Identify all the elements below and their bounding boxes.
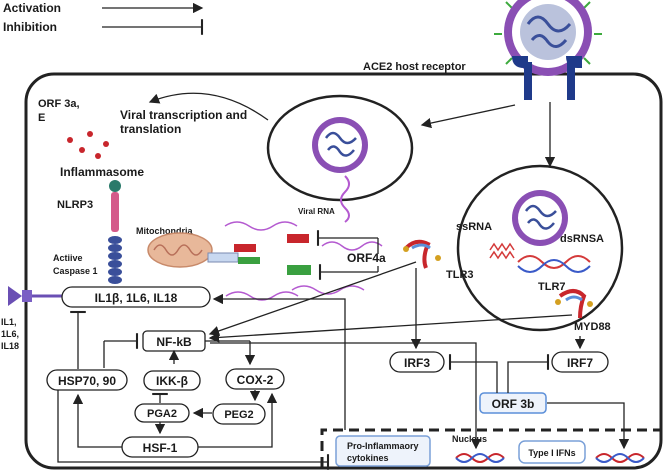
proinflam-node-label-2: cytokines	[347, 453, 389, 463]
cox2-node-label: COX-2	[237, 373, 274, 387]
inflammasome-label: Inflammasome	[60, 165, 144, 179]
ssrna-label: ssRNA	[456, 221, 492, 233]
nucleus-label: Nucleus	[452, 434, 487, 444]
tlr7-label: TLR7	[538, 281, 566, 293]
ikk-node-label: IKK-β	[156, 374, 188, 388]
proinflam-node-box	[335, 435, 431, 467]
arrow-viral-transcription	[148, 92, 269, 121]
orf3a-label: ORF 3a,	[38, 98, 80, 110]
endosome-icon	[266, 94, 414, 223]
active-caspase-label: Actiive	[53, 253, 83, 263]
dna-icon	[455, 453, 645, 463]
virus-icon	[494, 0, 602, 76]
cell-membrane	[24, 72, 663, 470]
pathway-arrows	[57, 261, 630, 470]
active-caspase-label-2: Caspase 1	[53, 266, 98, 276]
viral-translation-label: translation	[120, 122, 181, 136]
particles-icon	[67, 131, 109, 159]
irf7-node-box	[551, 351, 609, 373]
viral-rna-label: Viral RNA	[298, 207, 335, 216]
mitochondria-icon	[147, 232, 213, 268]
nlrp3-icon	[109, 180, 121, 232]
caspase-icon	[108, 236, 122, 284]
viral-rna-icon	[224, 221, 383, 301]
il-receptor-label-3: IL18	[1, 341, 19, 351]
orf4a-label: ORF4a	[347, 251, 386, 265]
tlr3-icon	[403, 239, 441, 269]
type1ifn-node-box	[518, 440, 586, 464]
type1ifn-node-label: Type I IFNs	[528, 448, 575, 458]
myd88-label: MYD88	[574, 321, 611, 333]
orf3b-node-box	[479, 392, 547, 414]
il-node-box	[61, 286, 211, 308]
hsf1-node-label: HSF-1	[143, 441, 178, 455]
protein-bars-icon	[207, 234, 311, 275]
irf3-node-box	[389, 351, 445, 373]
il-receptor-icon	[8, 286, 32, 306]
orf3b-node-label: ORF 3b	[492, 397, 535, 411]
ace2-label: ACE2 host receptor	[363, 61, 466, 73]
legend-inhibition-label: Inhibition	[3, 20, 57, 34]
orf3a-e-label: E	[38, 112, 45, 124]
legend: Activation Inhibition	[3, 1, 204, 35]
pga2-node-box	[134, 403, 190, 423]
endosome-right-icon	[456, 164, 624, 332]
ace2-receptor-icon	[512, 56, 582, 100]
mitochondria-label: Mitochondria	[136, 226, 193, 236]
irf3-node-label: IRF3	[404, 356, 430, 370]
il-receptor-label-2: 1L6,	[1, 329, 19, 339]
nfkb-node-label: NF-kB	[156, 335, 192, 349]
ikk-node-box	[143, 370, 201, 391]
nucleus-border	[320, 428, 660, 467]
cox2-node-box	[225, 368, 285, 390]
il-receptor-label-1: IL1,	[1, 317, 17, 327]
peg2-node-label: PEG2	[224, 409, 253, 421]
nlrp3-label: NLRP3	[57, 199, 93, 211]
tlr3-label: TLR3	[446, 269, 474, 281]
legend-activation-label: Activation	[3, 1, 61, 15]
hsp-node-box	[46, 369, 128, 391]
dsrnsa-label: dsRNSA	[560, 233, 604, 245]
viral-transcription-label: Viral transcription and	[120, 108, 247, 122]
il-node-label: IL1β, 1L6, IL18	[95, 291, 178, 305]
hsp-node-label: HSP70, 90	[58, 374, 116, 388]
pga2-node-label: PGA2	[147, 408, 177, 420]
arrow-ace2-to-endosome	[420, 104, 516, 129]
peg2-node-box	[212, 403, 266, 425]
irf7-node-label: IRF7	[567, 356, 593, 370]
tlr7-icon	[555, 289, 593, 319]
proinflam-node-label-1: Pro-Inflammaory	[347, 441, 419, 451]
